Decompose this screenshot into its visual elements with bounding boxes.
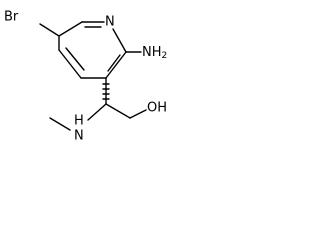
br-label: Br xyxy=(4,10,19,25)
nh2-label: NH2 xyxy=(142,45,167,62)
bond-calpha-nh xyxy=(87,103,107,121)
bond-c4-c5 xyxy=(58,49,82,79)
bond-c2-c3 xyxy=(105,51,127,79)
structure-drawing: Br N NH2 H N OH xyxy=(4,10,167,144)
bond-c3-c2-inner xyxy=(107,54,121,72)
bond-calpha-ch2 xyxy=(105,103,131,119)
bond-n1-c2 xyxy=(112,28,127,53)
nh-h-label: H xyxy=(74,114,84,129)
oh-label: OH xyxy=(147,101,167,116)
bond-nh-methyl xyxy=(49,117,71,131)
nh2-subscript: 2 xyxy=(162,51,168,61)
bond-c4-c5-inner xyxy=(65,47,85,71)
n-ring-label: N xyxy=(105,15,115,30)
molecule-canvas: Br N NH2 H N OH xyxy=(0,0,176,168)
bond-c5-br xyxy=(39,23,60,37)
bond-c5-c6 xyxy=(58,21,83,37)
nh2-main: NH xyxy=(142,45,162,60)
nh-n-label: N xyxy=(74,129,84,144)
bond-ch2-oh xyxy=(129,109,147,119)
